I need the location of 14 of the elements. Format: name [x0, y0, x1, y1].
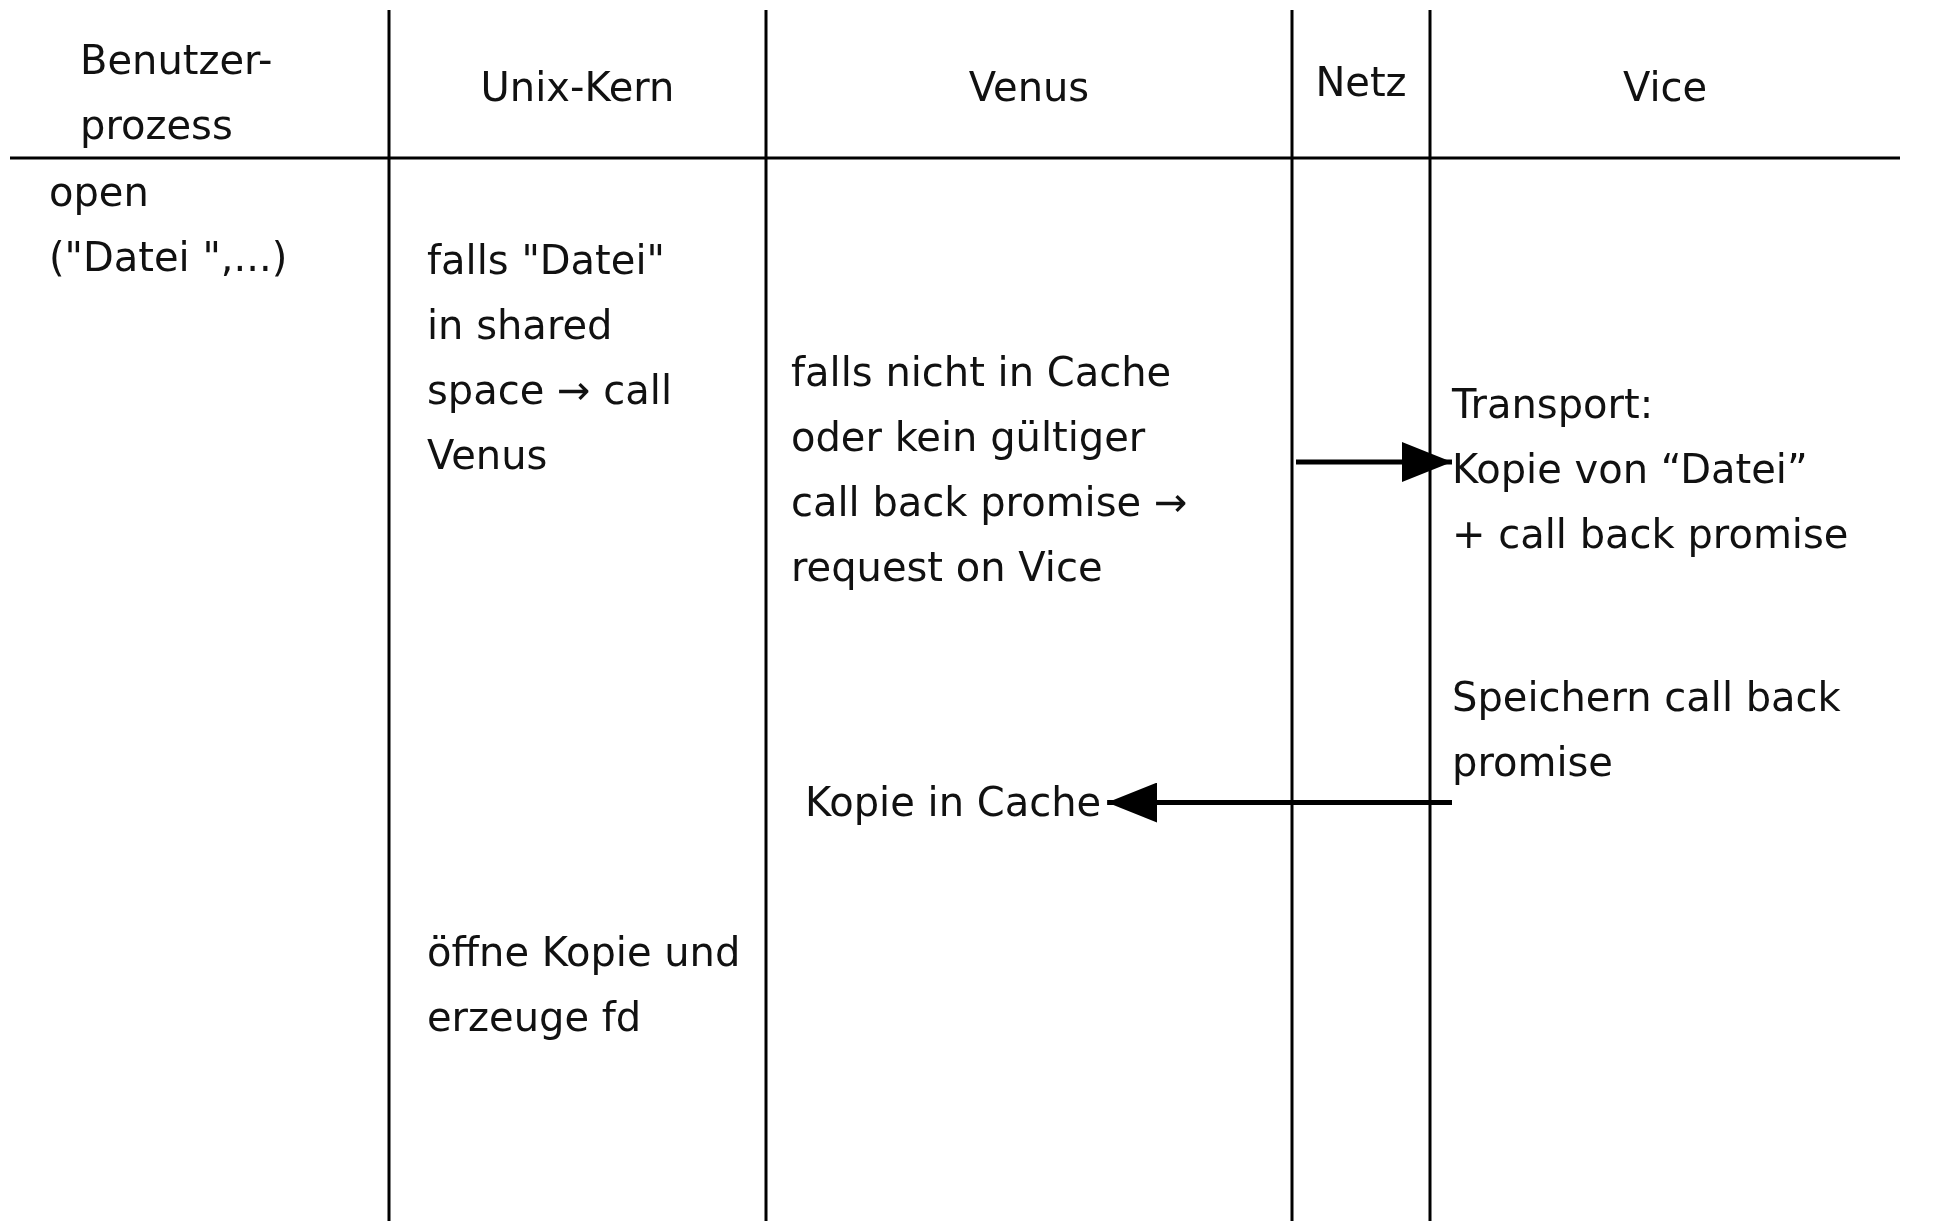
arrow — [1107, 782, 1452, 823]
step-text: öffne Kopie und erzeuge fd — [427, 928, 742, 1042]
arrow — [1296, 442, 1452, 482]
column-header: Vice — [1621, 63, 1709, 112]
step-text: Kopie in Cache — [805, 778, 1102, 827]
step-text: Speichern call back promise — [1452, 673, 1842, 787]
column-header: Unix-Kern — [479, 63, 676, 112]
step-text: open ("Datei ",...) — [49, 168, 289, 282]
column-header: Netz — [1314, 58, 1408, 107]
step-text: Kopie von “Datei” + call back promise — [1452, 445, 1850, 559]
step-text: falls "Datei" in shared space → call Venus — [427, 236, 674, 480]
column-header: Venus — [967, 63, 1091, 112]
step-text: falls nicht in Cache oder kein gültiger call back promise → request on Vice — [791, 348, 1189, 592]
step-text: Transport: — [1452, 380, 1655, 429]
